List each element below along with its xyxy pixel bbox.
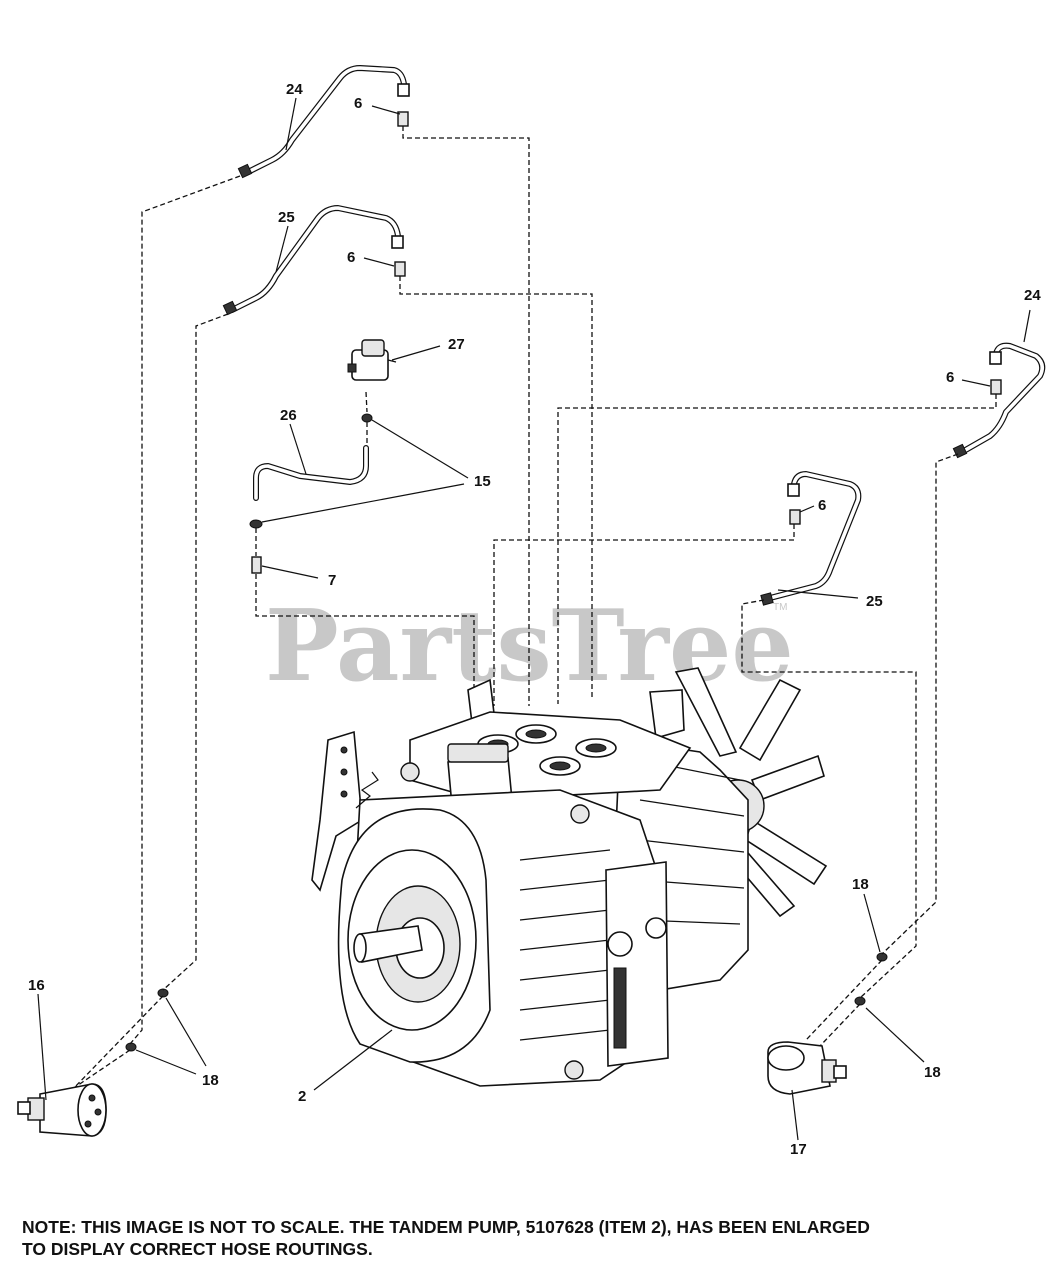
oring-18-a (157, 988, 169, 998)
oring-15-lower (249, 519, 263, 529)
callout-24-right: 24 (1024, 287, 1041, 304)
fitting-7 (251, 556, 262, 574)
hydraulic-line-24-left (237, 65, 410, 179)
hydraulic-line-25-left (222, 205, 404, 316)
callout-2: 2 (298, 1088, 306, 1105)
callout-24-left: 24 (286, 81, 303, 98)
scale-note-line-2: TO DISPLAY CORRECT HOSE ROUTINGS. (22, 1239, 373, 1259)
fitting-6-b (394, 261, 406, 277)
oring-18-c (876, 952, 888, 962)
tandem-pump-2 (311, 667, 828, 1087)
fitting-6-c (990, 379, 1002, 395)
watermark-trademark: TM (773, 602, 787, 613)
watermark: PartsTree (265, 589, 794, 704)
callout-25-left: 25 (278, 209, 295, 226)
oring-18-d (854, 996, 866, 1006)
callout-6-a: 6 (354, 95, 362, 112)
wheel-motor-17 (767, 1041, 847, 1095)
callout-7: 7 (328, 572, 336, 589)
callout-18-top: 18 (852, 876, 869, 893)
leader-lines (37, 97, 1031, 1141)
hydraulic-line-25-right (760, 471, 862, 606)
callout-16: 16 (28, 977, 45, 994)
oring-18-b (125, 1042, 137, 1052)
wheel-motor-16 (17, 1083, 107, 1137)
callout-6-b: 6 (347, 249, 355, 266)
hydraulic-line-24-right (952, 342, 1046, 459)
fitting-6-d (789, 509, 801, 525)
hose-routing-lines (55, 126, 997, 1101)
callout-18-left: 18 (202, 1072, 219, 1089)
callout-6-c: 6 (946, 369, 954, 386)
callout-27: 27 (448, 336, 465, 353)
scale-note: NOTE: THIS IMAGE IS NOT TO SCALE. THE TA… (22, 1216, 1042, 1260)
callout-17: 17 (790, 1141, 807, 1158)
callout-15: 15 (474, 473, 491, 490)
scale-note-line-1: NOTE: THIS IMAGE IS NOT TO SCALE. THE TA… (22, 1217, 870, 1237)
hydraulic-line-26 (253, 445, 369, 501)
callout-25-right: 25 (866, 593, 883, 610)
oring-15-upper (361, 413, 373, 423)
callout-18-right: 18 (924, 1064, 941, 1081)
callout-6-d: 6 (818, 497, 826, 514)
valve-27 (347, 339, 397, 381)
callout-26: 26 (280, 407, 297, 424)
